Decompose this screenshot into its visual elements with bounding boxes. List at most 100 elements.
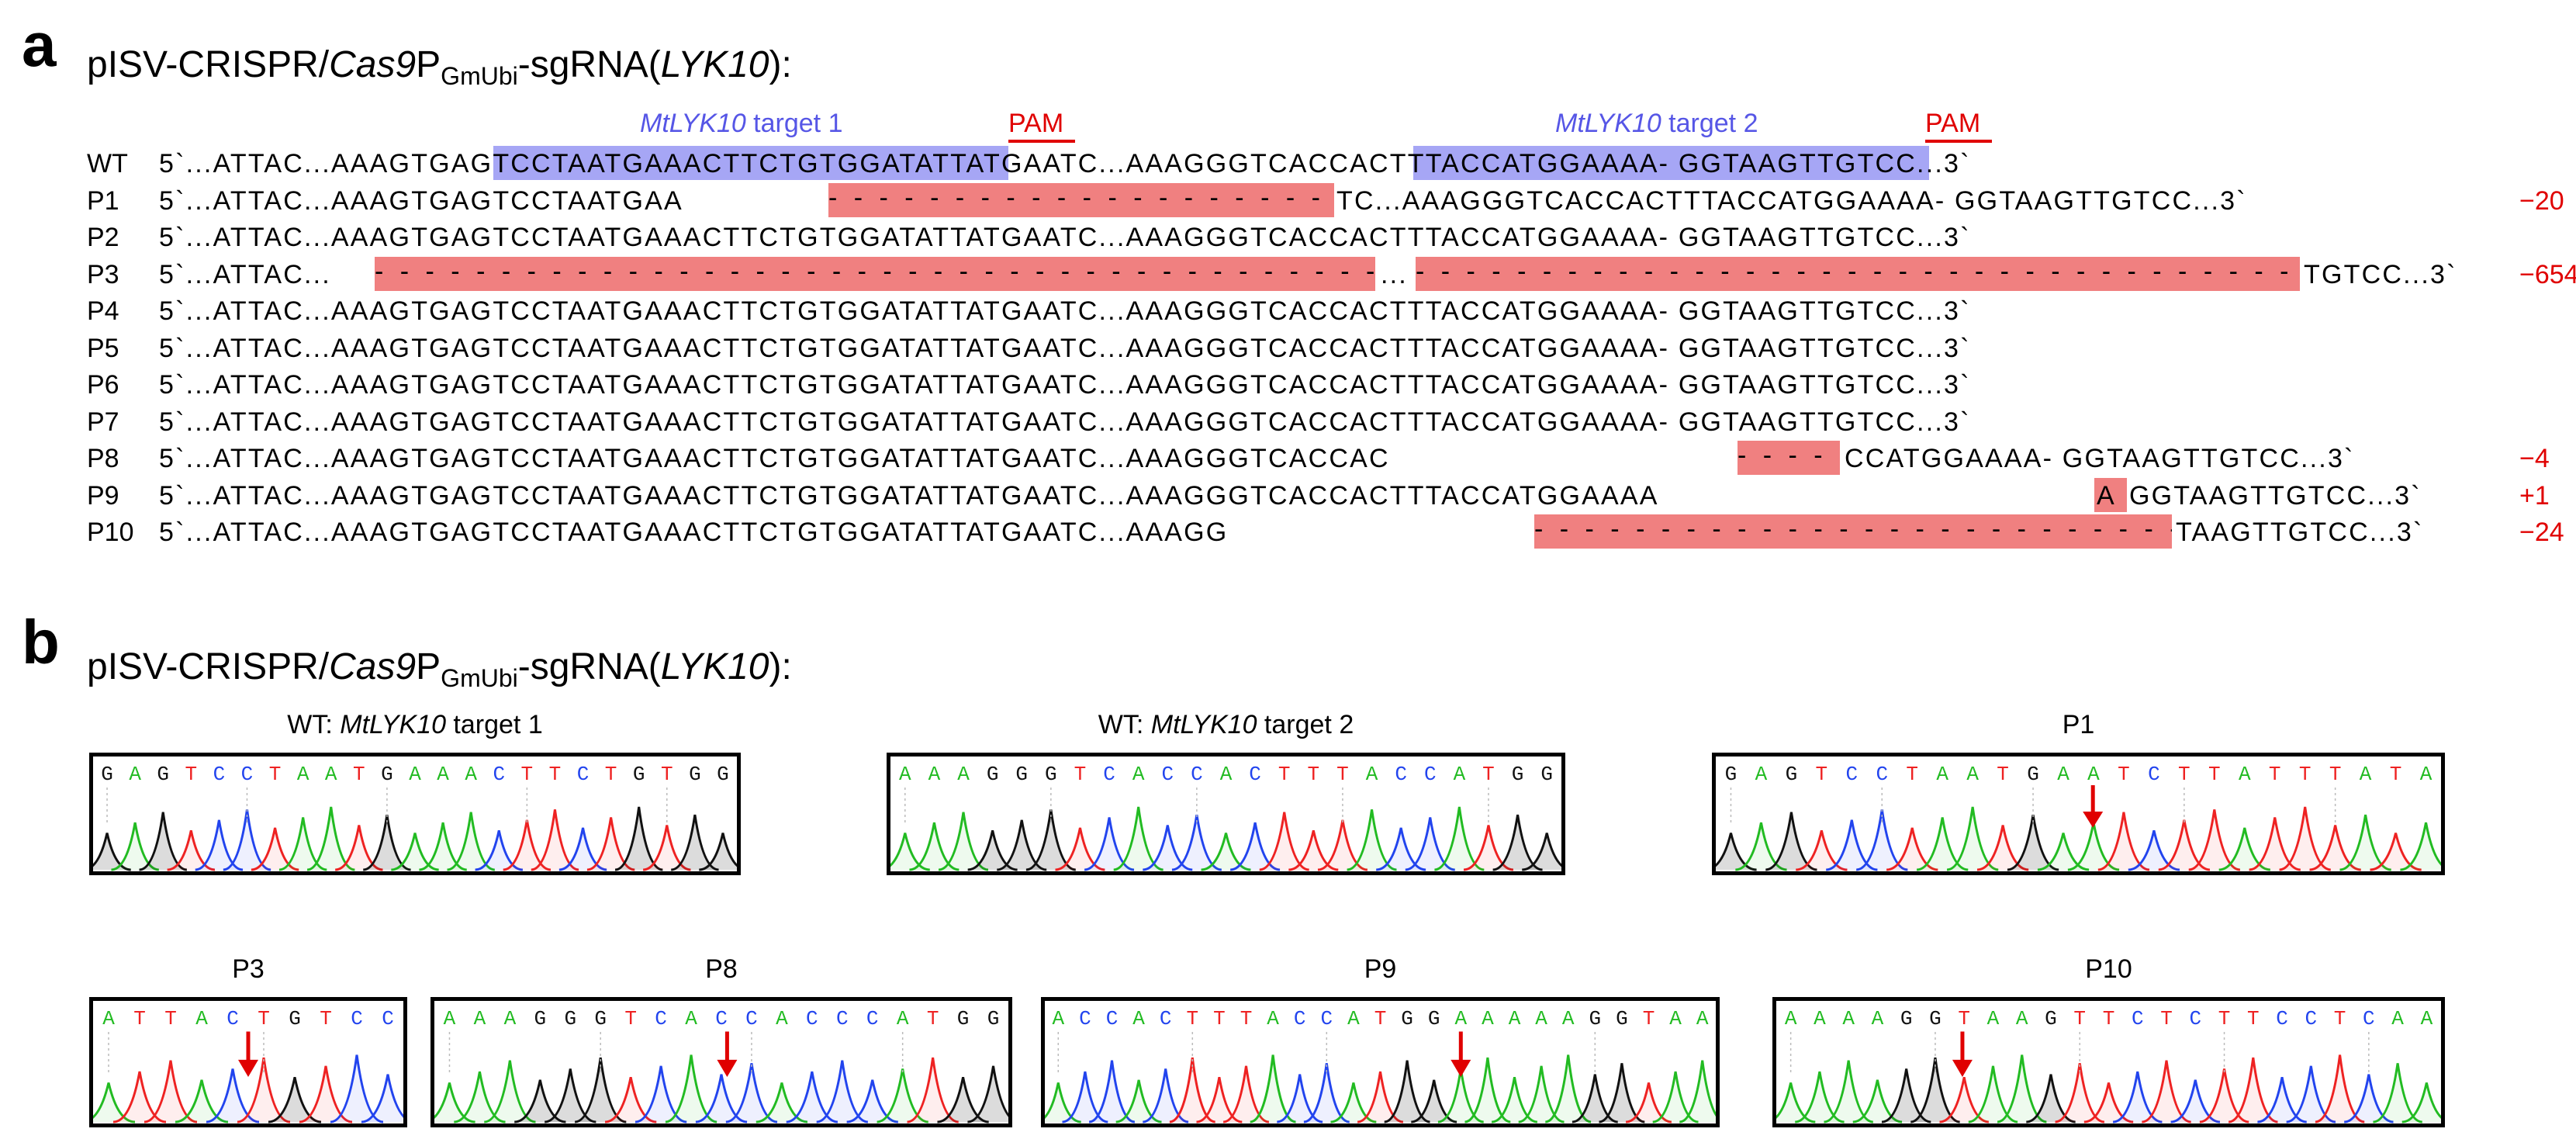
construct-post: ): [769,646,792,687]
trace-peak [1976,825,2029,871]
base-call: G [1786,763,1798,786]
indel-highlight: - - - - - - - - - - - - - - - - - - - - … [1534,514,2172,549]
base-call: T [927,1007,939,1030]
base-call: C [1191,763,1203,786]
base-call: G [987,763,999,786]
base-call: T [2178,763,2190,786]
sequence-text: 5`...ATTAC...AAAGTGAGTCCTAATGAAACTTCTGTG… [159,444,1390,473]
trace-title-text: target 1 [445,710,543,739]
base-call: A [297,763,309,786]
pam-underline-2 [1925,140,1992,143]
base-call: T [258,1007,270,1030]
base-call: A [325,763,337,786]
construct-cas: Cas9 [329,44,417,85]
indel-size: −24 [2519,518,2564,547]
trace-peak [1679,1060,1716,1123]
pam-label-2: PAM [1925,109,1981,138]
base-call: A [1785,1007,1797,1030]
base-call: A [437,763,449,786]
trace-title-text: P3 [232,954,265,984]
trace-peak [434,1082,475,1123]
trace-peak [334,825,383,871]
base-call: T [1336,763,1349,786]
sequence-text-3prime: TAAGTTGTCC...3` [2176,518,2424,547]
row-label: P10 [87,518,134,547]
base-call: A [1535,1007,1547,1030]
base-call: T [2160,1007,2173,1030]
trace-peak [2026,1074,2076,1123]
sequence-text: 5`...ATTAC...AAAGTGAGTCCTAATGAAACTTCTGTG… [159,149,1971,178]
base-call: T [1816,763,1828,786]
base-call: C [2189,1007,2201,1030]
base-call: A [1366,763,1378,786]
construct-text: pISV-CRISPR/ [87,44,330,85]
base-call: A [1696,1007,1709,1030]
trace-peak [2286,1065,2336,1123]
construct-gene: LYK10 [660,646,769,687]
base-call: T [521,763,534,786]
base-call: C [1424,763,1437,786]
base-call: T [353,763,365,786]
base-call: T [1074,763,1087,786]
base-call: G [1900,1007,1913,1030]
base-call: C [806,1007,818,1030]
trace-peak [419,822,467,871]
base-call: T [2073,1007,2086,1030]
base-call: G [1540,763,1553,786]
base-call: T [320,1007,332,1030]
trace-peak [642,825,691,871]
trace-peak [1317,819,1368,871]
target1-gene: MtLYK10 [640,109,746,138]
trace-peak [2257,1076,2307,1123]
construct-p: P [416,44,441,85]
trace-peak [1196,1076,1243,1123]
base-call: T [1186,1007,1198,1030]
row-label: P4 [87,296,119,326]
deletion-dashes: - - - - - - [1738,441,1840,470]
base-call: C [1161,763,1174,786]
base-call: C [2148,763,2160,786]
trace-title: P9 [1041,954,1720,985]
trace-peak [2158,819,2211,871]
trace-peak [2249,817,2301,871]
trace-peak [1330,1082,1377,1123]
base-call: C [382,1007,394,1030]
pam-label-1: PAM [1008,109,1064,138]
base-call: C [1846,763,1859,786]
trace-peak [1288,829,1339,871]
alignment-row-p8: - - - - - - P85`...ATTAC...AAAGTGAGTCCTA… [0,441,2576,476]
base-call: C [241,763,254,786]
base-call: C [577,763,590,786]
indel-size: −20 [2519,185,2564,216]
base-call: T [2390,763,2402,786]
base-call: G [2027,763,2039,786]
trace-peak [111,822,160,871]
trace-title-gene: MtLYK10 [340,710,446,739]
trace-peak [1357,1071,1404,1123]
row-label: P9 [87,480,119,511]
trace-peak [967,829,1018,871]
base-call: A [1132,763,1145,786]
base-call: G [1589,1007,1601,1030]
inserted-base: A [2097,480,2116,511]
base-call: A [1936,763,1948,786]
trace-title-text: P9 [1364,954,1397,984]
base-call: T [2269,763,2281,786]
sequence-text-3prime: CCATGGAAAA- GGTAAGTTGTCC...3` [1845,444,2355,473]
base-call: T [269,763,282,786]
base-call: G [594,1007,607,1030]
base-call: T [661,763,673,786]
base-call: T [1308,763,1320,786]
base-call: T [2334,1007,2346,1030]
base-call: G [101,763,113,786]
trace-peak [1916,817,1969,871]
trace-peak [391,833,439,871]
base-call: A [899,763,911,786]
trace-peak [514,1079,566,1123]
trace-peak [1968,1065,2018,1123]
trace-peak [1143,1068,1189,1123]
base-call: A [2016,1007,2028,1030]
